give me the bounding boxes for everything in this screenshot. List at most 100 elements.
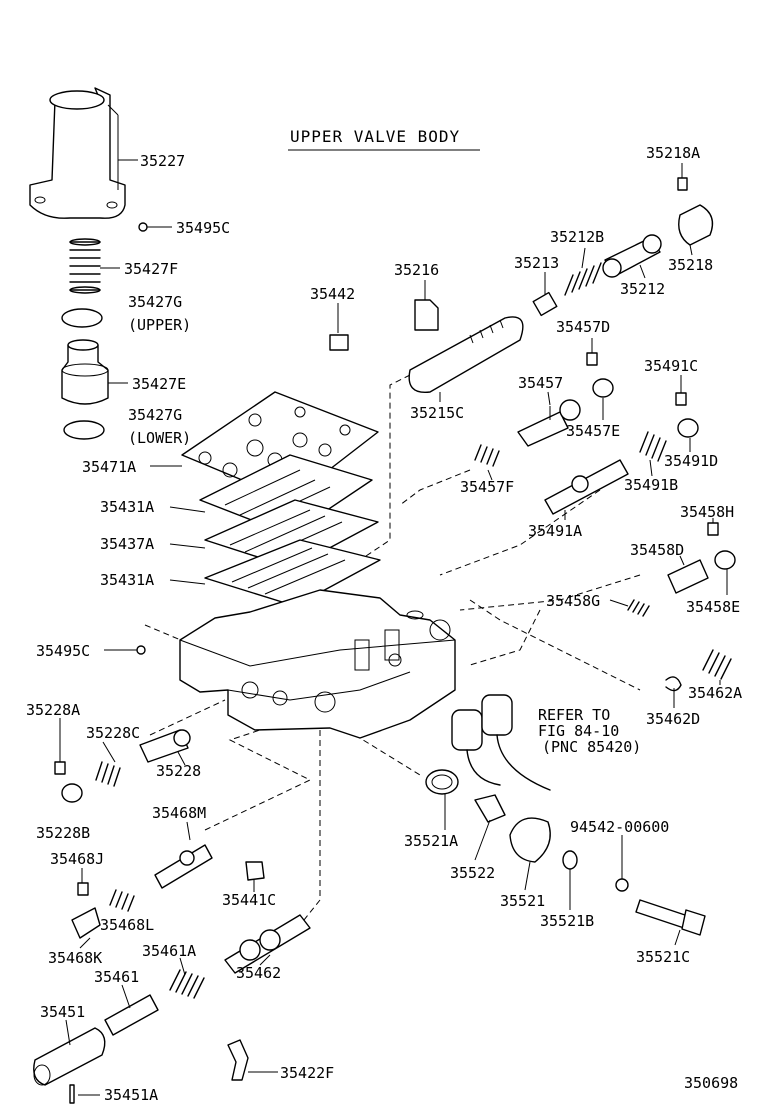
label-35458d: 35458D xyxy=(630,541,684,559)
part-35521a-oring[interactable] xyxy=(425,769,459,795)
part-35451-sleeve[interactable] xyxy=(33,1027,106,1086)
part-35458h-pin[interactable] xyxy=(707,522,719,536)
label-35427g-lower: 35427G xyxy=(128,406,182,424)
label-35228a: 35228A xyxy=(26,701,80,719)
label-35212: 35212 xyxy=(620,280,665,298)
label-35215c: 35215C xyxy=(410,404,464,422)
label-35431a-1: 35431A xyxy=(100,498,154,516)
part-35491a-valve[interactable] xyxy=(544,459,629,515)
part-35521-solenoid[interactable] xyxy=(509,817,551,863)
diagram-title: UPPER VALVE BODY xyxy=(290,127,460,146)
part-35213-plug[interactable] xyxy=(532,291,558,317)
label-35491a: 35491A xyxy=(528,522,582,540)
label-35457d: 35457D xyxy=(556,318,610,336)
part-upper-valve-body[interactable] xyxy=(179,589,456,739)
part-35468j-pin[interactable] xyxy=(77,882,89,896)
label-35227: 35227 xyxy=(140,152,185,170)
part-35457d-pin[interactable] xyxy=(586,352,598,366)
part-35468l-spring[interactable] xyxy=(109,889,135,912)
label-35521c: 35521C xyxy=(636,948,690,966)
part-35522-sleeve[interactable] xyxy=(474,794,506,823)
label-35458g: 35458G xyxy=(546,592,600,610)
part-35218a-pin[interactable] xyxy=(677,177,688,191)
part-35218-plug[interactable] xyxy=(678,204,714,246)
label-35468m: 35468M xyxy=(152,804,206,822)
label-35491b: 35491B xyxy=(624,476,678,494)
part-94542-nut[interactable] xyxy=(615,878,629,892)
part-35491c-pin[interactable] xyxy=(675,392,687,406)
part-35521c-bolt[interactable] xyxy=(635,899,706,936)
part-35215c-sleeve[interactable] xyxy=(408,316,524,394)
label-35457f: 35457F xyxy=(460,478,514,496)
part-35495c-ball-mid[interactable] xyxy=(136,645,146,655)
label-35491d: 35491D xyxy=(664,452,718,470)
part-35442-clip[interactable] xyxy=(329,334,349,351)
label-upper: (UPPER) xyxy=(128,316,191,334)
part-35491d-plug[interactable] xyxy=(677,418,699,438)
part-35227-housing[interactable] xyxy=(29,87,126,219)
solenoid-reference-part xyxy=(451,694,551,791)
part-35431a-gasket-2[interactable] xyxy=(204,539,381,607)
leader-lines xyxy=(59,159,728,1096)
label-35437a: 35437A xyxy=(100,535,154,553)
label-35213: 35213 xyxy=(514,254,559,272)
part-35427e-piston[interactable] xyxy=(61,339,109,405)
label-35216: 35216 xyxy=(394,261,439,279)
part-35212b-spring[interactable] xyxy=(564,262,602,296)
label-35495c-mid: 35495C xyxy=(36,642,90,660)
part-35461-valve[interactable] xyxy=(104,994,159,1036)
part-35458e-plug[interactable] xyxy=(714,550,736,570)
part-35521b-washer[interactable] xyxy=(562,850,578,870)
label-35521b: 35521B xyxy=(540,912,594,930)
label-35427f: 35427F xyxy=(124,260,178,278)
part-35228a-pin[interactable] xyxy=(54,761,66,775)
label-35491c: 35491C xyxy=(644,357,698,375)
part-35461a-spring[interactable] xyxy=(169,969,205,999)
label-35495c-top: 35495C xyxy=(176,219,230,237)
diagram-code: 350698 xyxy=(684,1074,738,1092)
part-35451a-pin[interactable] xyxy=(69,1084,75,1104)
part-35468m-valve[interactable] xyxy=(154,844,213,889)
part-35495c-ball-top[interactable] xyxy=(138,222,148,232)
part-35458g-spring[interactable] xyxy=(627,599,650,617)
label-35471a: 35471A xyxy=(82,458,136,476)
part-35462-valve[interactable] xyxy=(224,914,311,974)
part-35422f-clip[interactable] xyxy=(227,1039,249,1081)
part-35427g-oring-upper[interactable] xyxy=(61,308,103,328)
label-35442: 35442 xyxy=(310,285,355,303)
part-35228-valve[interactable] xyxy=(139,729,191,763)
part-35457e-plug[interactable] xyxy=(592,378,614,398)
part-35462d-clip[interactable] xyxy=(665,676,682,692)
label-35468k: 35468K xyxy=(48,949,102,967)
part-35228b-plug[interactable] xyxy=(61,783,83,803)
part-35468k-plug[interactable] xyxy=(71,907,101,939)
part-35228c-spring[interactable] xyxy=(95,761,121,787)
label-35461: 35461 xyxy=(94,968,139,986)
part-35457-valve[interactable] xyxy=(517,399,581,447)
label-94542-00600: 94542-00600 xyxy=(570,818,669,836)
part-labels: 35227 35495C 35427F 35427G (UPPER) 35427… xyxy=(26,144,742,1104)
label-35212b: 35212B xyxy=(550,228,604,246)
label-lower: (LOWER) xyxy=(128,429,191,447)
label-35441c: 35441C xyxy=(222,891,276,909)
part-35216-retainer[interactable] xyxy=(414,299,439,331)
label-35228b: 35228B xyxy=(36,824,90,842)
part-35212-valve[interactable] xyxy=(602,234,662,278)
part-35458d-valve[interactable] xyxy=(667,559,709,594)
part-35462a-spring[interactable] xyxy=(702,649,732,680)
label-35522: 35522 xyxy=(450,864,495,882)
part-35427g-oring-lower[interactable] xyxy=(63,420,105,440)
label-35468j: 35468J xyxy=(50,850,104,868)
label-35228c: 35228C xyxy=(86,724,140,742)
label-35427g-upper: 35427G xyxy=(128,293,182,311)
label-35458h: 35458H xyxy=(680,503,734,521)
label-35521: 35521 xyxy=(500,892,545,910)
label-35451: 35451 xyxy=(40,1003,85,1021)
part-35441c-plug[interactable] xyxy=(245,861,265,881)
part-35427f-spring[interactable] xyxy=(69,238,101,294)
part-35457f-spring[interactable] xyxy=(474,444,500,467)
label-35427e: 35427E xyxy=(132,375,186,393)
label-35462d: 35462D xyxy=(646,710,700,728)
part-35491b-spring[interactable] xyxy=(639,431,667,462)
